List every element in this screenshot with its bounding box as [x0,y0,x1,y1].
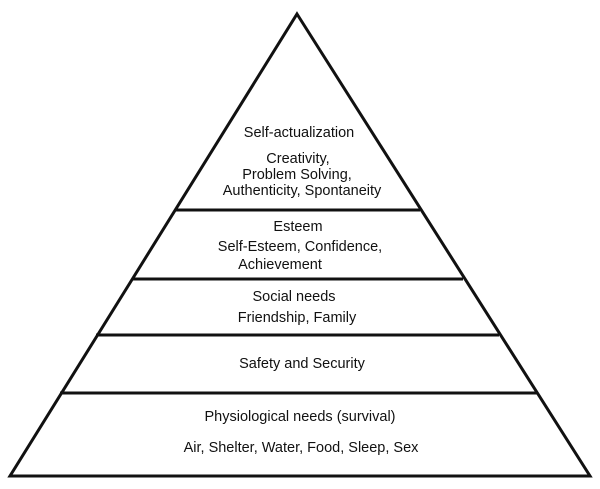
self-actualization-line-2: Problem Solving, [242,167,352,183]
physiological-line-1: Air, Shelter, Water, Food, Sleep, Sex [184,440,420,456]
esteem-line-2: Achievement [238,257,322,273]
self-actualization-line-3: Authenticity, Spontaneity [223,183,382,199]
physiological-title: Physiological needs (survival) [205,409,396,425]
esteem-line-1: Self-Esteem, Confidence, [218,239,382,255]
safety-title: Safety and Security [239,356,365,372]
social-title: Social needs [252,289,335,305]
pyramid-outline [7,11,593,478]
self-actualization-line-1: Creativity, [266,151,329,167]
social-line-1: Friendship, Family [238,310,357,326]
esteem-title: Esteem [273,219,322,235]
self-actualization-title: Self-actualization [244,125,354,141]
